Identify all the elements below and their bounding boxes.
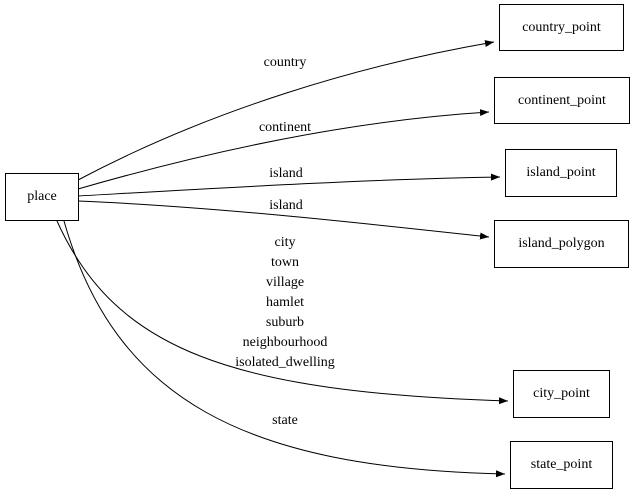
node-country-point: country_point xyxy=(499,4,624,51)
node-place-label: place xyxy=(27,189,57,204)
node-place: place xyxy=(5,173,79,221)
node-city-point-label: city_point xyxy=(533,386,590,401)
node-continent-point: continent_point xyxy=(494,77,630,124)
edge-place-city-point xyxy=(56,220,509,405)
edge-label-country: country xyxy=(263,55,307,70)
node-state-point-label: state_point xyxy=(530,457,593,472)
node-island-polygon: island_polygon xyxy=(494,220,629,268)
node-island-point: island_point xyxy=(505,149,617,197)
edge-place-state-point xyxy=(63,220,506,478)
node-continent-point-label: continent_point xyxy=(518,92,606,108)
edge-label-continent: continent xyxy=(258,120,312,135)
edge-place-island-polygon xyxy=(77,200,490,240)
edge-place-country-point xyxy=(77,40,495,181)
edge-label-island-point: island xyxy=(269,166,303,181)
edge-label-island-polygon: island xyxy=(269,198,303,213)
edge-label-city-point: city town village hamlet suburb neighbou… xyxy=(235,235,335,370)
edge-place-continent-point xyxy=(77,109,490,190)
node-island-point-label: island_point xyxy=(526,165,596,180)
edge-place-island-point xyxy=(77,173,501,197)
edge-label-state: state xyxy=(272,413,298,428)
node-state-point: state_point xyxy=(510,441,613,489)
node-city-point: city_point xyxy=(513,370,610,418)
node-island-polygon-label: island_polygon xyxy=(518,236,605,251)
node-country-point-label: country_point xyxy=(522,19,601,35)
